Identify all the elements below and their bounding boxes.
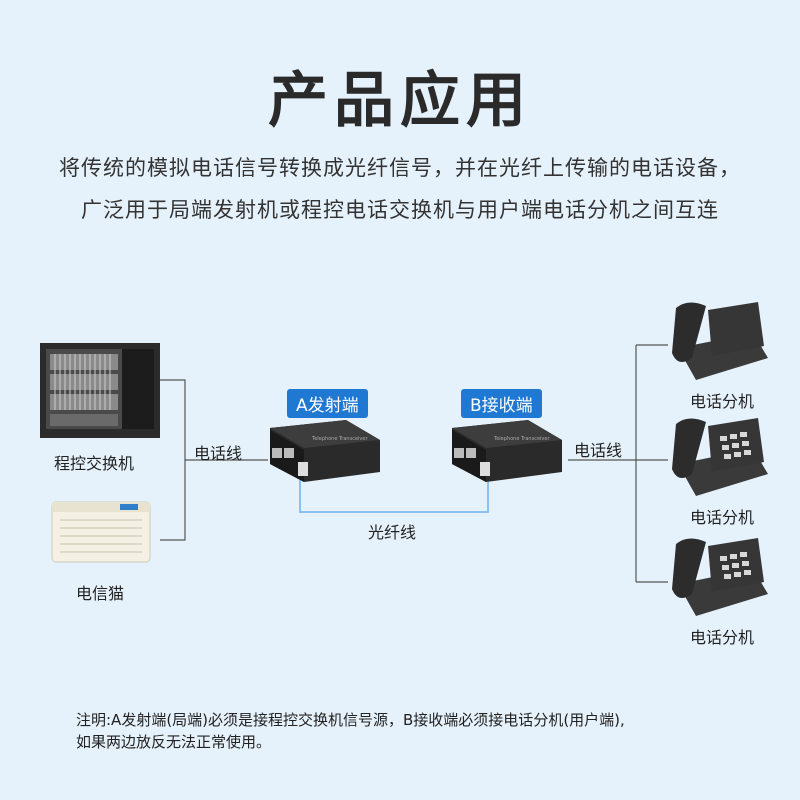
- modem-label: 电信猫: [76, 584, 125, 603]
- converter-a-icon: Telephone Transceiver: [270, 420, 380, 482]
- left-wiring: [160, 379, 268, 541]
- footnote: 注明:A发射端(局端)必须是接程控交换机信号源，B接收端必须接电话分机(用户端)…: [76, 709, 756, 753]
- footnote-line-2: 如果两边放反无法正常使用。: [76, 733, 272, 751]
- fiber-line-label: 光纤线: [368, 523, 417, 542]
- description-line-1: 将传统的模拟电话信号转换成光纤信号，并在光纤上传输的电话设备，: [59, 156, 741, 180]
- footnote-line-1: 注明:A发射端(局端)必须是接程控交换机信号源，B接收端必须接电话分机(用户端)…: [76, 711, 625, 729]
- telephone-icon-2: [672, 418, 768, 496]
- svg-text:Telephone Transceiver: Telephone Transceiver: [493, 436, 550, 442]
- sender-badge: A发射端: [287, 389, 368, 418]
- phone-label-3: 电话分机: [690, 628, 755, 647]
- description-line-2: 广泛用于局端发射机或程控电话交换机与用户端电话分机之间互连: [81, 198, 719, 222]
- fiber-line: [299, 480, 489, 513]
- converter-b-icon: Telephone Transceiver: [452, 420, 562, 482]
- modem-icon: [51, 501, 151, 563]
- pbx-label: 程控交换机: [54, 454, 135, 473]
- telephone-icon-1: [672, 302, 768, 380]
- phone-label-1: 电话分机: [690, 392, 755, 411]
- page-title: 产品应用: [268, 66, 532, 136]
- telephone-icon-3: [672, 538, 768, 616]
- receiver-badge: B接收端: [461, 389, 542, 418]
- phone-label-2: 电话分机: [690, 508, 755, 527]
- pbx-cabinet-icon: [40, 343, 160, 438]
- right-wiring: [568, 344, 668, 583]
- left-phone-line-label: 电话线: [194, 444, 243, 463]
- svg-text:Telephone Transceiver: Telephone Transceiver: [311, 436, 368, 442]
- right-phone-line-label: 电话线: [574, 441, 623, 460]
